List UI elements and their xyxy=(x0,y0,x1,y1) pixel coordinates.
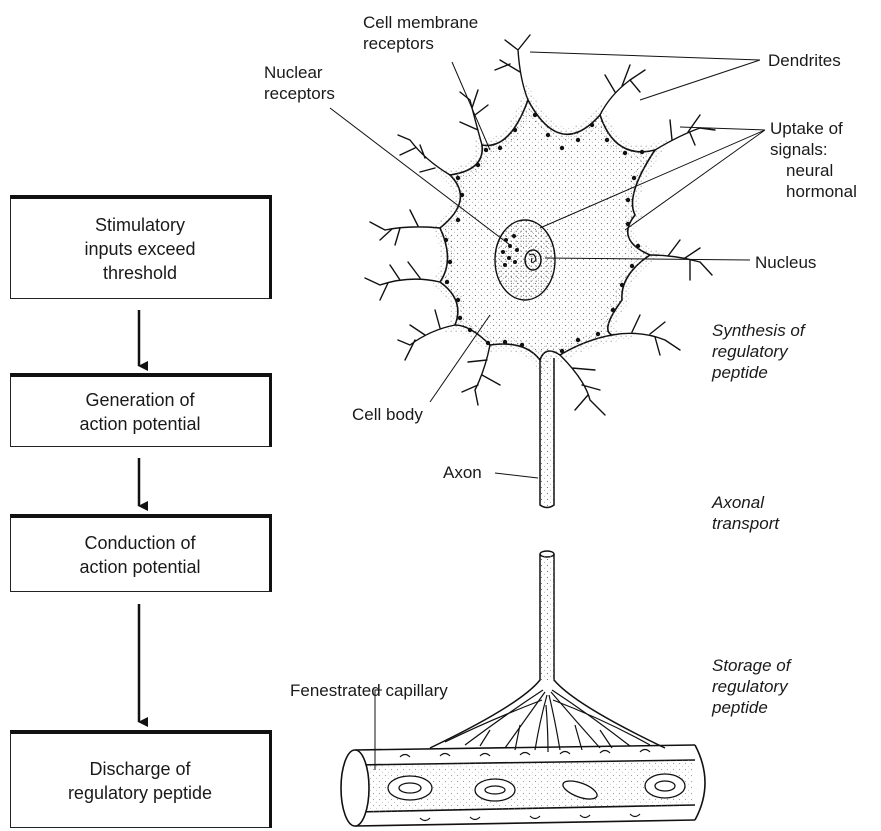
label-uptake-of-signals: Uptake of signals: xyxy=(770,118,843,160)
axon-lower xyxy=(430,551,665,752)
cell-body xyxy=(440,100,655,360)
label-dendrites: Dendrites xyxy=(768,50,841,71)
label-nuclear-receptors: Nuclear receptors xyxy=(264,62,335,104)
capillary xyxy=(341,745,705,826)
label-neural-hormonal: neural hormonal xyxy=(786,160,857,202)
annotation-synthesis: Synthesis of regulatory peptide xyxy=(712,320,805,383)
label-nucleus: Nucleus xyxy=(755,252,816,273)
annotation-axonal-transport: Axonal transport xyxy=(712,492,779,534)
label-axon: Axon xyxy=(443,462,482,483)
label-cell-membrane-receptors: Cell membrane receptors xyxy=(363,12,478,54)
nucleus xyxy=(495,220,555,300)
axon-upper xyxy=(540,358,554,508)
label-fenestrated-capillary: Fenestrated capillary xyxy=(290,680,448,701)
label-cell-body: Cell body xyxy=(352,404,423,425)
annotation-storage: Storage of regulatory peptide xyxy=(712,655,790,718)
